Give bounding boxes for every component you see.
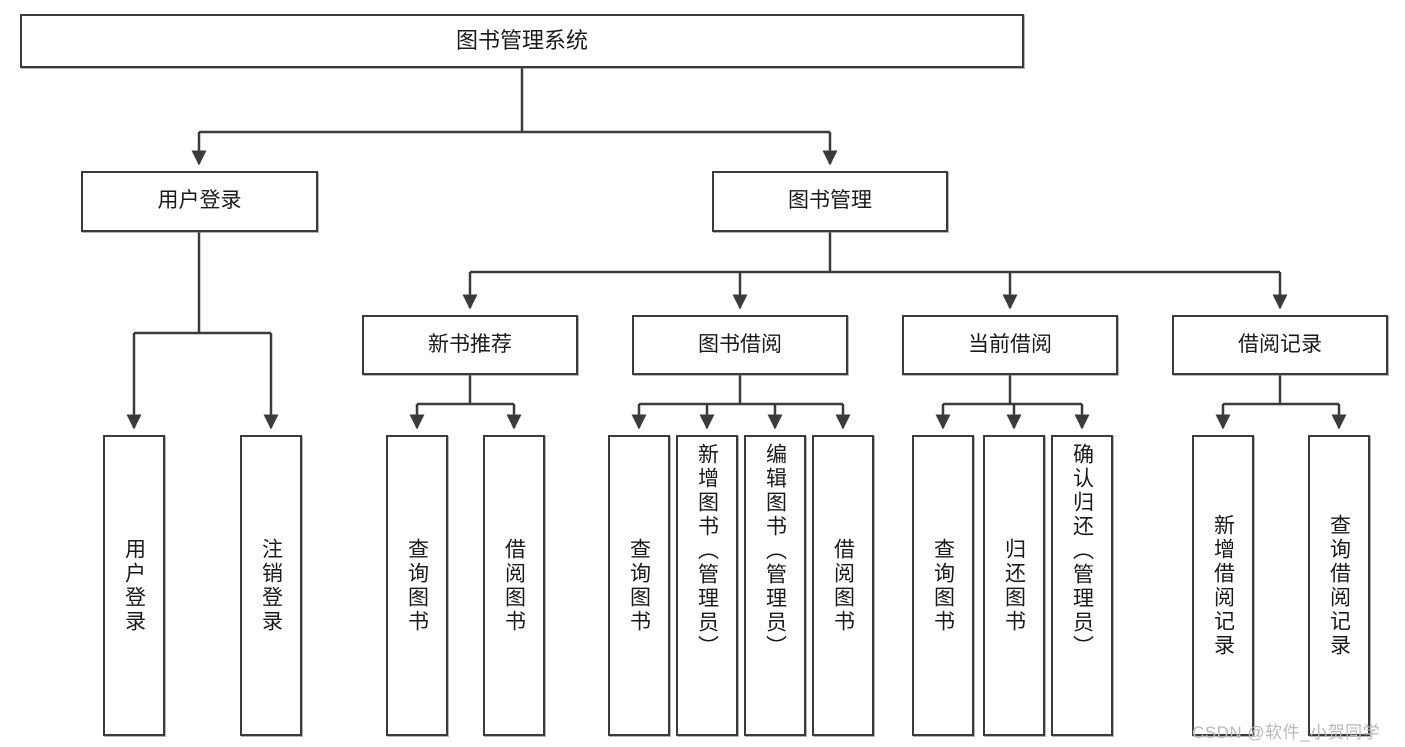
node-leaf-borrow-book-2[interactable]: 借阅图书 [812,435,874,736]
node-leaf-edit-book-label: 编辑图书（管理员） [763,443,787,659]
node-leaf-return-book[interactable]: 归还图书 [983,435,1045,736]
node-leaf-query-book-1[interactable]: 查询图书 [386,435,448,736]
node-leaf-borrow-book-1-label: 借阅图书 [502,537,526,634]
node-leaf-edit-book[interactable]: 编辑图书（管理员） [744,435,806,736]
node-leaf-query-book-3[interactable]: 查询图书 [912,435,974,736]
node-leaf-add-book-label: 新增图书（管理员） [695,443,719,659]
node-leaf-confirm-return-label: 确认归还（管理员） [1070,443,1094,659]
node-book-manage[interactable]: 图书管理 [712,171,948,232]
node-book-borrow-label: 图书借阅 [698,332,782,356]
node-leaf-user-login-label: 用户登录 [122,537,146,634]
node-leaf-return-book-label: 归还图书 [1002,537,1026,634]
node-leaf-add-book[interactable]: 新增图书（管理员） [676,435,738,736]
node-current-borrow[interactable]: 当前借阅 [902,315,1118,375]
node-new-book-recommend-label: 新书推荐 [428,332,512,356]
node-leaf-user-login[interactable]: 用户登录 [103,435,165,736]
node-leaf-query-record-label: 查询借阅记录 [1327,513,1351,658]
node-leaf-borrow-book-2-label: 借阅图书 [831,537,855,634]
node-borrow-record-label: 借阅记录 [1238,332,1322,356]
node-book-borrow[interactable]: 图书借阅 [632,315,848,375]
node-leaf-borrow-book-1[interactable]: 借阅图书 [483,435,545,736]
node-leaf-query-book-1-label: 查询图书 [405,537,429,634]
node-leaf-logout[interactable]: 注销登录 [240,435,302,736]
node-leaf-query-book-2[interactable]: 查询图书 [608,435,670,736]
node-leaf-query-record[interactable]: 查询借阅记录 [1308,435,1370,736]
node-leaf-query-book-3-label: 查询图书 [931,537,955,634]
node-book-manage-label: 图书管理 [788,189,872,213]
node-current-borrow-label: 当前借阅 [968,332,1052,356]
node-leaf-confirm-return[interactable]: 确认归还（管理员） [1051,435,1113,736]
node-leaf-add-record-label: 新增借阅记录 [1211,513,1235,658]
node-root[interactable]: 图书管理系统 [20,14,1024,68]
node-borrow-record[interactable]: 借阅记录 [1172,315,1388,375]
node-leaf-logout-label: 注销登录 [259,537,283,634]
node-root-label: 图书管理系统 [455,28,588,54]
node-user-login-label: 用户登录 [157,189,242,213]
node-user-login[interactable]: 用户登录 [81,171,318,232]
node-leaf-query-book-2-label: 查询图书 [627,537,651,634]
csdn-watermark: CSDN @软件_小贺同学 [1192,723,1381,742]
node-new-book-recommend[interactable]: 新书推荐 [362,315,578,375]
node-leaf-add-record[interactable]: 新增借阅记录 [1192,435,1254,736]
